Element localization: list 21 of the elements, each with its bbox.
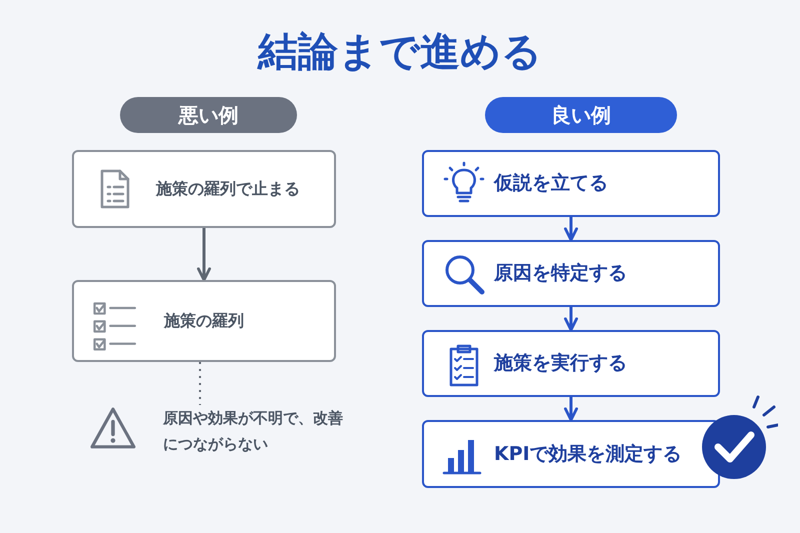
header-pill: 良い例 xyxy=(485,97,677,133)
step-box xyxy=(72,280,336,362)
step-label: KPIで効果を測定する xyxy=(494,442,682,467)
step-label: 仮説を立てる xyxy=(494,171,608,196)
step-label: 施策の羅列 xyxy=(164,310,244,332)
step-label: 施策の羅列で止まる xyxy=(156,178,300,200)
step-box xyxy=(72,150,336,228)
step-label: 施策を実行する xyxy=(494,351,627,376)
arrow xyxy=(197,228,211,282)
connector-line xyxy=(199,362,201,405)
step-box xyxy=(422,420,720,488)
step-label: 原因を特定する xyxy=(494,261,627,286)
step-box xyxy=(422,150,720,217)
note-text: 原因や効果が不明で、改善につながらない xyxy=(163,405,353,465)
arrow xyxy=(564,307,578,332)
arrow xyxy=(564,217,578,242)
step-box xyxy=(422,240,720,307)
header-pill: 悪い例 xyxy=(120,97,297,133)
arrow xyxy=(564,397,578,422)
title: 結論まで進める xyxy=(256,28,543,77)
step-box xyxy=(422,330,720,397)
